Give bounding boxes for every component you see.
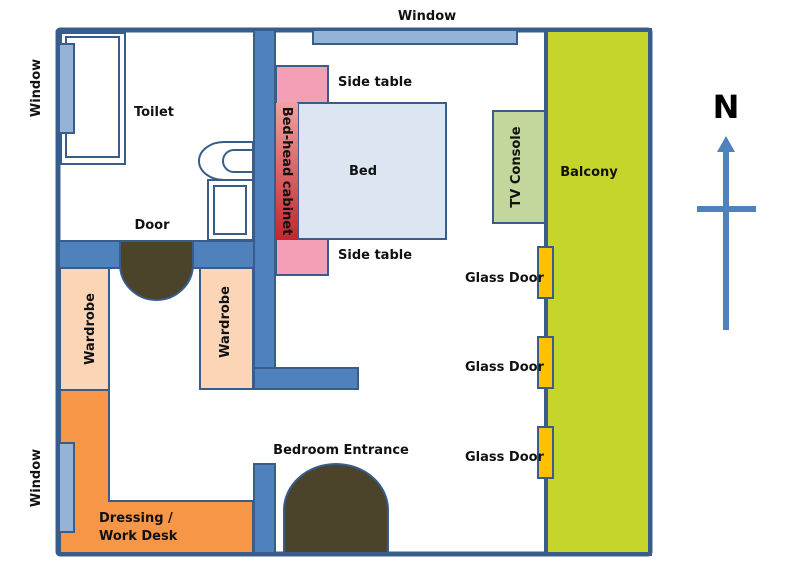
central-wall — [253, 29, 276, 370]
side-table-bottom-label: Side table — [338, 248, 412, 263]
bed-head-cabinet — [276, 103, 298, 240]
dressing-label-line2: Work Desk — [99, 529, 178, 544]
north-arrow-icon — [697, 136, 756, 330]
central-wall-foot — [253, 367, 359, 390]
glass-door-2-label: Glass Door — [465, 360, 545, 375]
bathroom-wall-right — [192, 240, 255, 269]
bed — [297, 102, 447, 240]
glass-door-1[interactable] — [537, 246, 554, 299]
bed-label: Bed — [349, 164, 377, 179]
entrance-wall — [253, 463, 276, 554]
balcony-label: Balcony — [560, 165, 618, 180]
toilet-label: Toilet — [134, 105, 174, 120]
north-label: N — [713, 88, 740, 126]
toilet-tank-inner — [213, 185, 247, 235]
wardrobe-right — [199, 267, 254, 390]
toilet-seat — [222, 149, 254, 173]
window-left-bottom — [58, 442, 75, 533]
door-label: Door — [134, 218, 170, 233]
dressing-label-line1: Dressing / — [99, 511, 173, 526]
side-table-top — [275, 65, 329, 105]
bedroom-entrance-door[interactable] — [283, 463, 389, 554]
wardrobe-right-label: Wardrobe — [218, 286, 233, 358]
tv-console — [492, 110, 546, 224]
side-table-bottom — [275, 238, 329, 276]
window-top — [312, 29, 518, 45]
balcony — [544, 28, 652, 556]
bathroom-wall-left — [58, 240, 121, 269]
tv-console-label: TV Console — [509, 126, 524, 207]
glass-door-3[interactable] — [537, 426, 554, 479]
bathroom-door[interactable] — [119, 240, 194, 301]
bed-head-cabinet-label: Bed-head cabinet — [279, 107, 294, 236]
side-table-top-label: Side table — [338, 75, 412, 90]
glass-door-1-label: Glass Door — [465, 271, 545, 286]
window-top-label: Window — [398, 9, 456, 24]
glass-door-3-label: Glass Door — [465, 450, 545, 465]
wardrobe-left-label: Wardrobe — [83, 293, 98, 365]
wardrobe-left — [59, 267, 110, 391]
window-left-top-label: Window — [29, 59, 44, 117]
glass-door-2[interactable] — [537, 336, 554, 389]
bedroom-entrance-label: Bedroom Entrance — [273, 443, 409, 458]
window-left-top-pane — [58, 43, 75, 134]
window-left-bottom-label: Window — [29, 449, 44, 507]
